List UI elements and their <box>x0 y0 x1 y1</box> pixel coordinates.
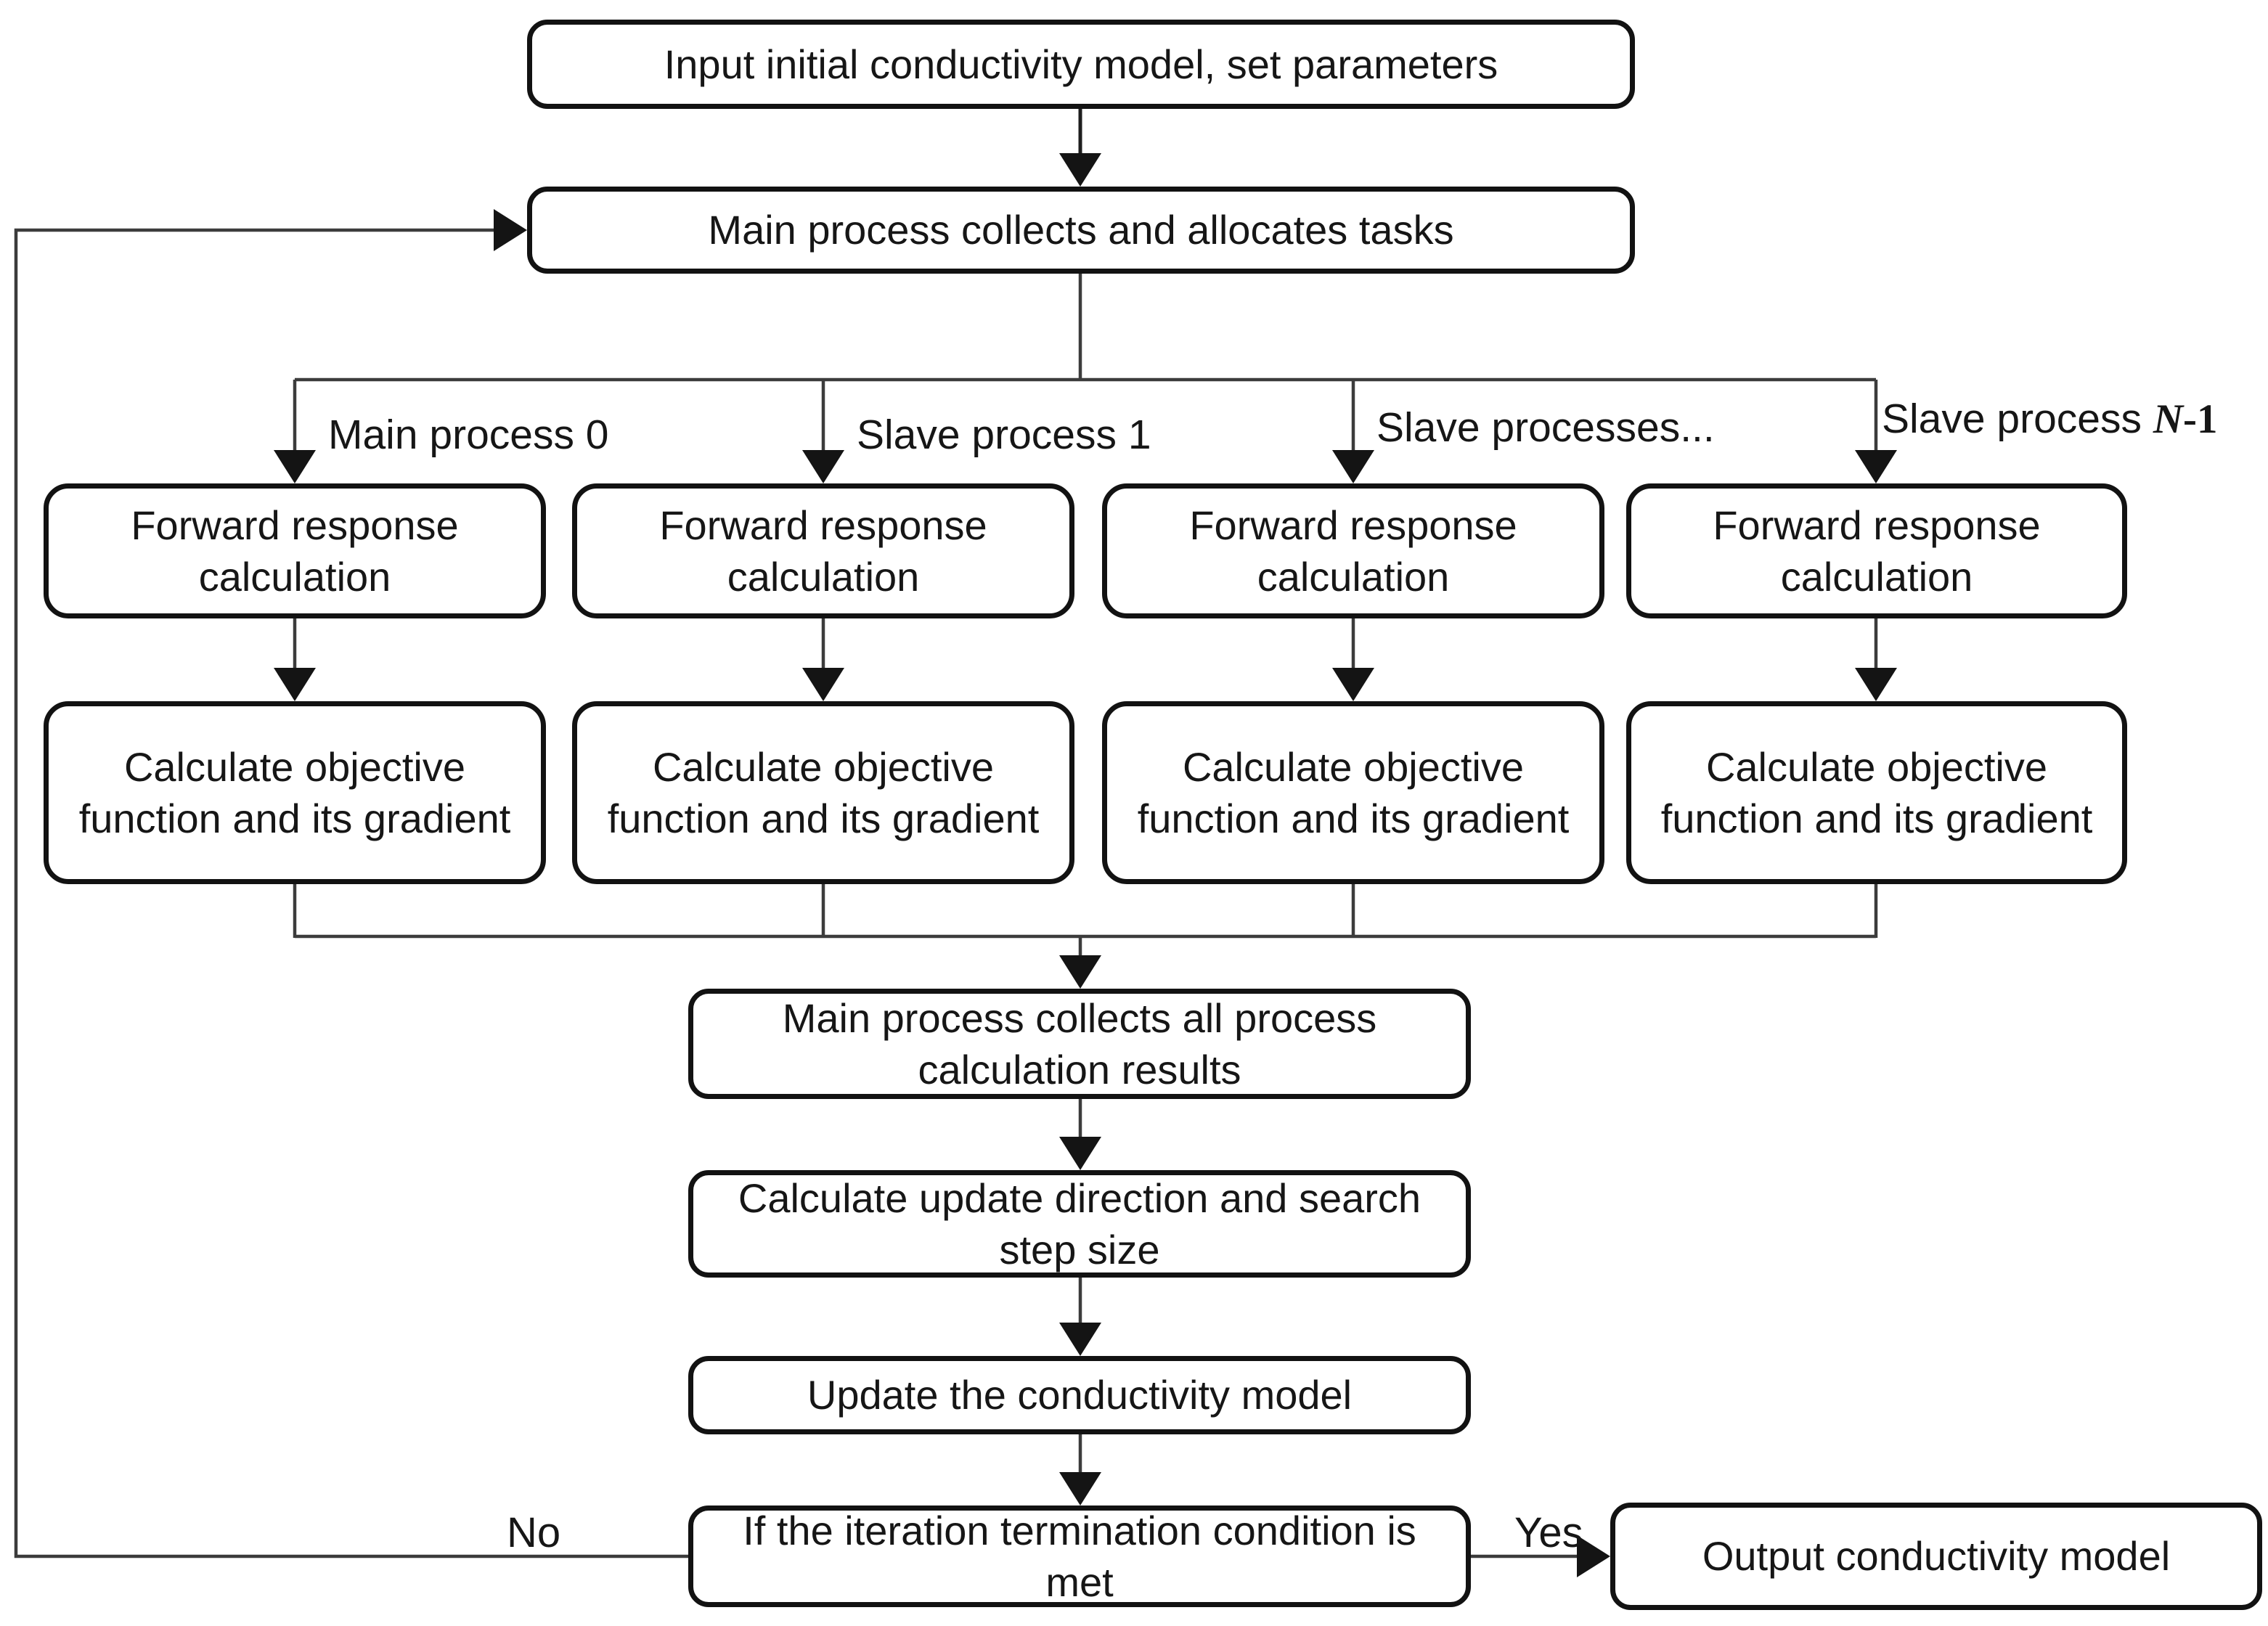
edge-objective-to-merge-bus <box>293 884 1878 939</box>
node-label: Update the conductivity model <box>807 1372 1353 1418</box>
node-label: Forward response calculation <box>659 502 987 600</box>
node-objective-gradient-2: Calculate objective function and its gra… <box>1102 701 1604 884</box>
node-label: Calculate update direction and search st… <box>738 1174 1421 1272</box>
arrowhead-down-icon <box>1059 1472 1101 1506</box>
node-objective-gradient-1: Calculate objective function and its gra… <box>572 701 1074 884</box>
edge-merge-to-collect <box>1059 936 1101 989</box>
node-forward-response-2: Forward response calculation <box>1102 483 1604 618</box>
branch-label-suffix: -1 <box>2183 396 2218 442</box>
branch-label-text: Slave process 1 <box>857 412 1151 458</box>
edge-collect-to-direction <box>1059 1099 1101 1170</box>
node-label: Forward response calculation <box>131 502 459 600</box>
edge-branch-to-forward-2 <box>1332 380 1374 483</box>
edge-branch-to-forward-1 <box>802 380 844 483</box>
node-label: Main process collects and allocates task… <box>708 207 1454 253</box>
node-objective-gradient-0: Calculate objective function and its gra… <box>44 701 546 884</box>
arrowhead-down-icon <box>1332 668 1374 701</box>
node-objective-gradient-3: Calculate objective function and its gra… <box>1626 701 2127 884</box>
edge-allocate-to-branch-bus <box>295 274 1876 382</box>
edge-forward-to-objective-0 <box>274 618 316 701</box>
arrowhead-down-icon <box>1059 1323 1101 1356</box>
edge-input-to-allocate <box>1059 109 1101 187</box>
node-collect-results: Main process collects all process calcul… <box>688 989 1471 1099</box>
arrowhead-right-icon <box>494 209 527 251</box>
edge-forward-to-objective-2 <box>1332 618 1374 701</box>
node-label: If the iteration termination condition i… <box>743 1507 1416 1605</box>
node-label: Main process collects all process calcul… <box>782 994 1377 1092</box>
branch-label-main-process-0: Main process 0 <box>328 411 609 459</box>
edge-no-feedback-loop <box>14 209 688 1558</box>
node-label: Calculate objective function and its gra… <box>607 743 1040 841</box>
node-label: Calculate objective function and its gra… <box>1660 743 2093 841</box>
node-label: Forward response calculation <box>1713 502 2041 600</box>
edge-direction-to-model <box>1059 1278 1101 1356</box>
node-forward-response-3: Forward response calculation <box>1626 483 2127 618</box>
node-input-model: Input initial conductivity model, set pa… <box>527 20 1635 109</box>
node-update-direction: Calculate update direction and search st… <box>688 1170 1471 1278</box>
arrowhead-down-icon <box>1332 450 1374 483</box>
edge-label-text: No <box>507 1509 561 1556</box>
arrowhead-down-icon <box>1855 668 1897 701</box>
edge-model-to-termination <box>1059 1434 1101 1506</box>
arrowhead-down-icon <box>274 668 316 701</box>
branch-label-variable: N <box>2153 396 2184 442</box>
edge-label-yes: Yes <box>1514 1508 1583 1557</box>
arrowhead-down-icon <box>274 450 316 483</box>
arrowhead-down-icon <box>802 450 844 483</box>
node-termination-check: If the iteration termination condition i… <box>688 1506 1471 1607</box>
arrowhead-down-icon <box>802 668 844 701</box>
arrowhead-down-icon <box>1059 955 1101 989</box>
node-label: Calculate objective function and its gra… <box>1137 743 1570 841</box>
node-label: Calculate objective function and its gra… <box>78 743 511 841</box>
node-label: Input initial conductivity model, set pa… <box>664 41 1498 87</box>
node-label: Output conductivity model <box>1702 1533 2171 1580</box>
branch-label-slave-process-1: Slave process 1 <box>857 411 1151 459</box>
edge-branch-to-forward-0 <box>274 380 316 483</box>
arrowhead-down-icon <box>1059 153 1101 187</box>
branch-label-slave-process-n-1: Slave process N-1 <box>1882 395 2218 443</box>
edge-label-no: No <box>507 1508 560 1557</box>
edge-forward-to-objective-3 <box>1855 618 1897 701</box>
node-forward-response-0: Forward response calculation <box>44 483 546 618</box>
edge-label-text: Yes <box>1514 1509 1583 1556</box>
node-output-model: Output conductivity model <box>1610 1503 2262 1610</box>
arrowhead-down-icon <box>1059 1137 1101 1170</box>
node-allocate-tasks: Main process collects and allocates task… <box>527 187 1635 274</box>
edge-yes-to-output <box>1471 1535 1610 1577</box>
branch-label-text: Slave processes... <box>1376 404 1715 451</box>
branch-label-text: Slave process <box>1882 396 2153 442</box>
edge-branch-to-forward-3 <box>1855 380 1897 483</box>
branch-label-text: Main process 0 <box>328 412 609 458</box>
node-forward-response-1: Forward response calculation <box>572 483 1074 618</box>
branch-label-slave-processes: Slave processes... <box>1376 404 1715 452</box>
node-label: Forward response calculation <box>1189 502 1517 600</box>
arrowhead-down-icon <box>1855 450 1897 483</box>
node-update-model: Update the conductivity model <box>688 1356 1471 1434</box>
arrowhead-right-icon <box>1577 1535 1610 1577</box>
edge-forward-to-objective-1 <box>802 618 844 701</box>
